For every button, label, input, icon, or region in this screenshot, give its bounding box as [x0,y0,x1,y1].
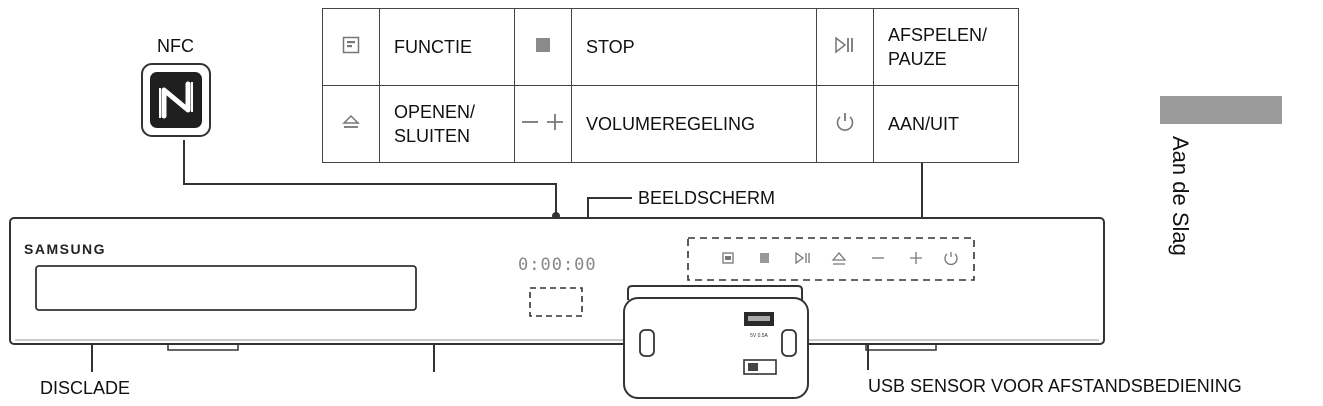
usb-sensor-callout-label: USB SENSOR VOOR AFSTANDSBEDIENING [868,376,1242,396]
player-body [9,217,1105,351]
legend-row: FUNCTIE STOP AFSPELEN/ PAUZE [322,8,1019,86]
legend-icon-cell [514,8,572,86]
display-callout-label: BEELDSCHERM [638,188,776,208]
legend-label-play-pause: AFSPELEN/ PAUZE [873,8,1019,86]
function-icon [342,36,360,53]
usb-rating-label: 5V 0.5A [750,333,768,339]
legend-icon-cell [322,85,380,163]
nfc-leader-line [183,140,557,216]
disc-tray-callout-label: DISCLADE [40,378,131,398]
panel-stop-icon [760,253,769,263]
eject-icon [342,114,360,128]
usb-compartment [623,285,809,399]
button-legend-table: FUNCTIE STOP AFSPELEN/ PAUZE OPENEN/ SLU… [322,8,1019,163]
legend-icon-cell [816,85,874,163]
panel-eject-icon [831,252,847,265]
power-icon [836,112,854,131]
remote-sensor-window [529,287,583,317]
play-pause-icon [835,35,853,54]
legend-label-stop: STOP [571,8,817,86]
panel-play-pause-icon [795,251,810,265]
nfc-callout-label: NFC [157,36,194,56]
volume-minus-plus-icon [522,113,563,130]
legend-icon-cell [514,85,572,163]
disc-tray-slot [35,265,417,311]
legend-label-function: FUNCTIE [379,8,515,86]
legend-label-eject: OPENEN/ SLUITEN [379,85,515,163]
brand-logo: SAMSUNG [24,241,106,257]
legend-icon-cell [816,8,874,86]
panel-function-icon [722,252,734,264]
section-tab-label: Aan de Slag [1168,136,1193,256]
panel-volume-plus-icon [910,252,922,264]
legend-label-volume: VOLUMEREGELING [571,85,817,163]
stop-icon [536,37,550,52]
button-panel [687,237,975,281]
legend-label-power: AAN/UIT [873,85,1019,163]
panel-power-icon [944,252,958,266]
legend-icon-cell [322,8,380,86]
front-display-digits: 0:00:00 [518,255,597,275]
legend-row: OPENEN/ SLUITEN VOLUMEREGELING AAN/UIT [322,85,1019,163]
section-tab-marker [1160,96,1282,124]
nfc-logo-icon [141,63,211,137]
